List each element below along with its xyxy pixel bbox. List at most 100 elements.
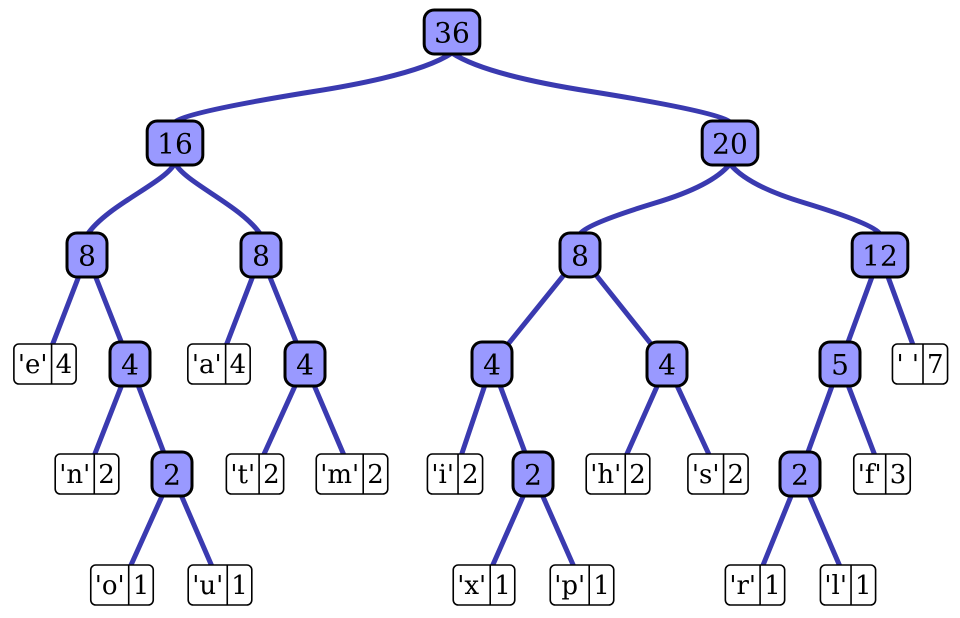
leaf-node-box: [585, 453, 651, 495]
leaf-node-box: [687, 453, 749, 495]
leaf-node-box: [891, 343, 949, 385]
leaf-count: 2: [728, 460, 745, 490]
internal-node-box: [239, 231, 283, 279]
leaf-symbol: 'l': [824, 571, 847, 601]
internal-node-weight: 4: [658, 349, 676, 382]
internal-node-weight: 4: [483, 349, 501, 382]
internal-node-weight: 8: [252, 240, 270, 273]
internal-node-weight: 20: [712, 128, 748, 161]
leaf-symbol: 'e': [18, 350, 48, 380]
internal-node-box: [511, 450, 555, 498]
tree-nodes: 'e'4'n'2'o'1'u'1248'a'4't'2'm'24816'i'2'…: [13, 8, 949, 606]
leaf-count: 2: [98, 460, 115, 490]
leaf-count: 1: [494, 571, 511, 601]
leaf-node-box: [187, 343, 251, 385]
leaf-node: 'm' 2: [315, 453, 389, 495]
leaf-count: 2: [462, 460, 479, 490]
leaf-count: 3: [890, 460, 907, 490]
leaf-node: 's'2: [687, 453, 749, 495]
leaf-symbol: 'n': [59, 460, 90, 490]
leaf-node-box: [187, 564, 253, 606]
internal-node: 36: [422, 8, 482, 56]
tree-edge: [577, 161, 733, 237]
leaf-count: 1: [855, 571, 872, 601]
leaf-node: 'f' 3: [852, 453, 912, 495]
leaf-node: 'h' 2: [585, 453, 651, 495]
leaf-node-box: [452, 564, 516, 606]
internal-node: 2: [150, 450, 194, 498]
leaf-symbol: 't': [230, 460, 255, 490]
tree-edge: [172, 160, 264, 238]
internal-node-box: [145, 119, 205, 167]
leaf-symbol: 'm': [320, 460, 359, 490]
internal-node: 5: [818, 340, 862, 388]
internal-node-box: [65, 231, 109, 279]
internal-node-weight: 8: [571, 240, 589, 273]
leaf-node: 'r'1: [724, 564, 786, 606]
leaf-node-box: [549, 564, 615, 606]
leaf-count: 4: [230, 350, 247, 380]
leaf-symbol: 'h': [590, 460, 621, 490]
internal-node: 8: [239, 231, 283, 279]
internal-node-weight: 2: [163, 459, 181, 492]
leaf-node: 'n' 2: [54, 453, 120, 495]
leaf-node-box: [315, 453, 389, 495]
internal-node: 8: [558, 231, 602, 279]
leaf-count: 1: [593, 571, 610, 601]
leaf-symbol: 'p': [554, 571, 585, 601]
internal-node-weight: 2: [524, 459, 542, 492]
internal-node-box: [470, 340, 514, 388]
leaf-node: 'o' 1: [89, 564, 155, 606]
leaf-node: 'e' 4: [13, 343, 77, 385]
internal-node-weight: 4: [121, 349, 139, 382]
leaf-count: 2: [367, 460, 384, 490]
leaf-count: 1: [764, 571, 781, 601]
leaf-count: 1: [231, 571, 248, 601]
internal-node-weight: 36: [434, 17, 470, 50]
internal-node-box: [283, 340, 327, 388]
internal-node-box: [108, 340, 152, 388]
leaf-node-box: [13, 343, 77, 385]
internal-node: 20: [700, 119, 760, 167]
internal-node-weight: 2: [791, 459, 809, 492]
internal-node-box: [558, 231, 602, 279]
internal-node: 2: [511, 450, 555, 498]
leaf-node: 't' 2: [225, 453, 285, 495]
internal-node-box: [645, 340, 689, 388]
internal-node-weight: 5: [831, 349, 849, 382]
leaf-node: ' '7: [891, 343, 949, 385]
leaf-node: 'l' 1: [819, 564, 877, 606]
leaf-node: 'u' 1: [187, 564, 253, 606]
leaf-symbol: 'i': [431, 460, 454, 490]
internal-node: 12: [850, 231, 910, 279]
leaf-node: 'p' 1: [549, 564, 615, 606]
leaf-symbol: 'u': [192, 571, 223, 601]
leaf-count: 2: [263, 460, 280, 490]
internal-node: 4: [108, 340, 152, 388]
internal-node-box: [850, 231, 910, 279]
leaf-node-box: [89, 564, 155, 606]
internal-node-box: [422, 8, 482, 56]
tree-edge: [449, 50, 733, 125]
leaf-symbol: 'a': [192, 350, 222, 380]
tree-edge: [727, 161, 883, 237]
tree-edge: [172, 50, 455, 125]
leaf-node-box: [225, 453, 285, 495]
leaf-symbol: 'o': [95, 571, 125, 601]
leaf-symbol: 'x': [457, 571, 486, 601]
leaf-count: 2: [629, 460, 646, 490]
leaf-count: 1: [133, 571, 150, 601]
internal-node-box: [150, 450, 194, 498]
internal-node: 4: [645, 340, 689, 388]
leaf-symbol: 'f': [858, 460, 882, 490]
internal-node: 8: [65, 231, 109, 279]
leaf-count: 4: [56, 350, 73, 380]
tree-edge: [84, 160, 178, 238]
internal-node: 16: [145, 119, 205, 167]
leaf-node: 'x' 1: [452, 564, 516, 606]
leaf-node-box: [724, 564, 786, 606]
leaf-node-box: [819, 564, 877, 606]
internal-node: 2: [778, 450, 822, 498]
leaf-node: 'a' 4: [187, 343, 251, 385]
